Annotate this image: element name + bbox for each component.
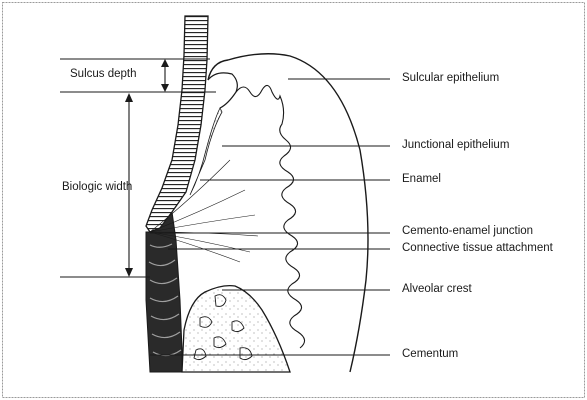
figure-frame xyxy=(3,3,585,398)
sulcus-depth-label: Sulcus depth xyxy=(70,69,137,81)
label-cemento-enamel-junction: Cemento-enamel junction xyxy=(402,226,533,238)
label-cementum: Cementum xyxy=(402,349,458,361)
label-alveolar-crest: Alveolar crest xyxy=(402,284,472,296)
label-enamel: Enamel xyxy=(402,174,441,186)
label-sulcular-epithelium: Sulcular epithelium xyxy=(402,73,499,85)
label-connective-tissue-attachment: Connective tissue attachment xyxy=(402,243,553,255)
label-junctional-epithelium: Junctional epithelium xyxy=(402,140,509,152)
biologic-width-label: Biologic width xyxy=(62,182,132,194)
